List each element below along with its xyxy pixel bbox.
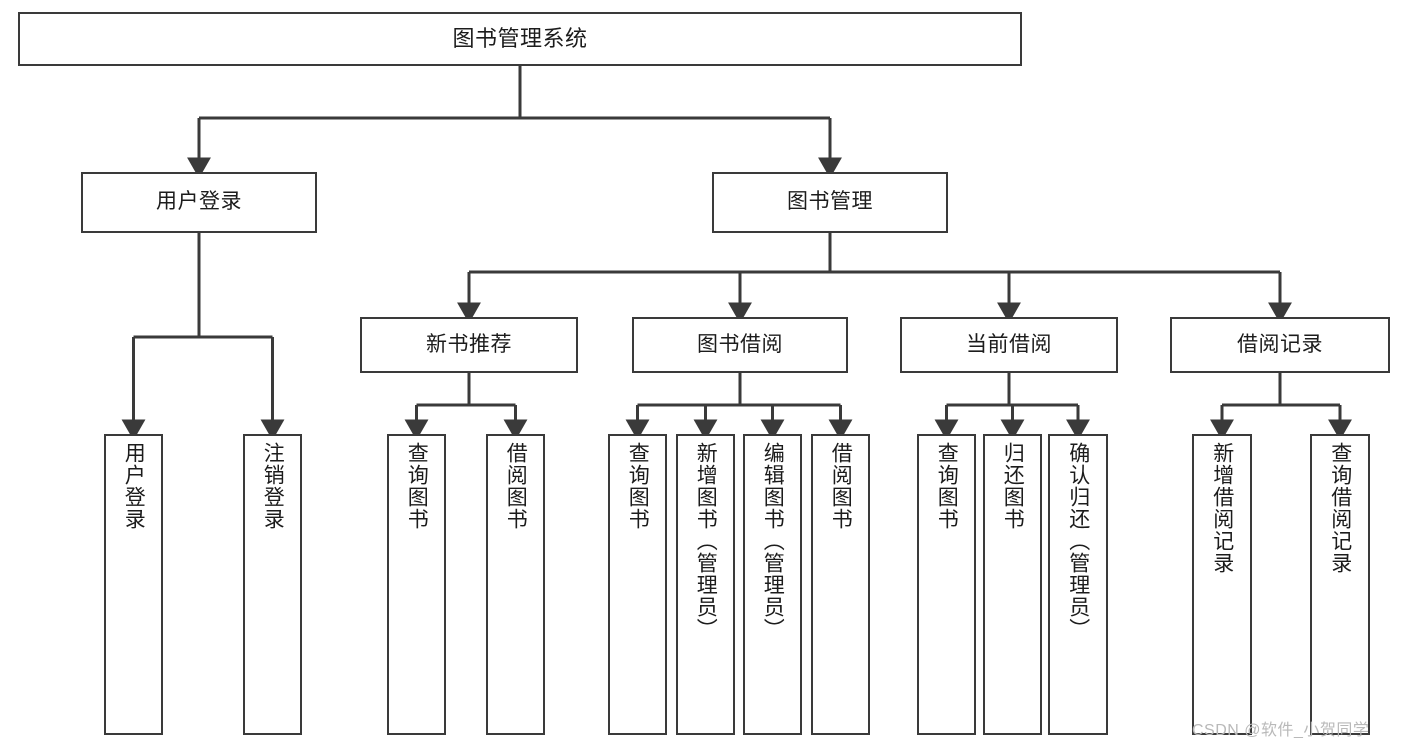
node-leaf-cur-confirm: 确认归还（管理员） (1048, 434, 1108, 735)
node-leaf-user-login: 用户登录 (104, 434, 163, 735)
node-label: 图书管理系统 (452, 26, 588, 52)
node-leaf-rec-query: 查询借阅记录 (1310, 434, 1370, 735)
node-label: 当前借阅 (966, 332, 1052, 356)
node-label: 借阅图书 (504, 442, 528, 530)
node-label: 查询图书 (935, 442, 959, 530)
node-l2-new-book: 新书推荐 (360, 317, 578, 373)
node-label: 借阅图书 (829, 442, 853, 530)
node-label: 编辑图书（管理员） (761, 442, 785, 640)
edge-group (121, 66, 1352, 441)
node-leaf-nb-query: 查询图书 (387, 434, 446, 735)
node-leaf-cur-query: 查询图书 (917, 434, 976, 735)
node-label: 图书借阅 (697, 332, 783, 356)
node-label: 借阅记录 (1237, 332, 1323, 356)
node-leaf-cur-return: 归还图书 (983, 434, 1042, 735)
node-l2-borrow: 图书借阅 (632, 317, 848, 373)
node-leaf-bw-query: 查询图书 (608, 434, 667, 735)
node-label: 新增图书（管理员） (694, 442, 718, 640)
node-label: 用户登录 (122, 442, 146, 530)
node-leaf-nb-borrow: 借阅图书 (486, 434, 545, 735)
node-l1-user-login: 用户登录 (81, 172, 317, 233)
node-leaf-bw-add: 新增图书（管理员） (676, 434, 735, 735)
node-leaf-user-logout: 注销登录 (243, 434, 302, 735)
node-l2-current: 当前借阅 (900, 317, 1118, 373)
node-label: 新书推荐 (426, 332, 512, 356)
node-label: 用户登录 (156, 190, 242, 214)
node-leaf-bw-edit: 编辑图书（管理员） (743, 434, 802, 735)
node-label: 新增借阅记录 (1210, 442, 1234, 574)
node-label: 确认归还（管理员） (1066, 442, 1090, 640)
node-label: 图书管理 (787, 190, 873, 214)
node-l1-book-manage: 图书管理 (712, 172, 948, 233)
node-label: 查询图书 (626, 442, 650, 530)
node-root: 图书管理系统 (18, 12, 1022, 66)
node-label: 查询借阅记录 (1328, 442, 1352, 574)
node-leaf-bw-borrow: 借阅图书 (811, 434, 870, 735)
node-label: 查询图书 (405, 442, 429, 530)
node-label: 归还图书 (1001, 442, 1025, 530)
node-l2-record: 借阅记录 (1170, 317, 1390, 373)
node-leaf-rec-add: 新增借阅记录 (1192, 434, 1252, 735)
node-label: 注销登录 (261, 442, 285, 530)
csdn-watermark: CSDN @软件_小贺同学 (1192, 722, 1370, 739)
